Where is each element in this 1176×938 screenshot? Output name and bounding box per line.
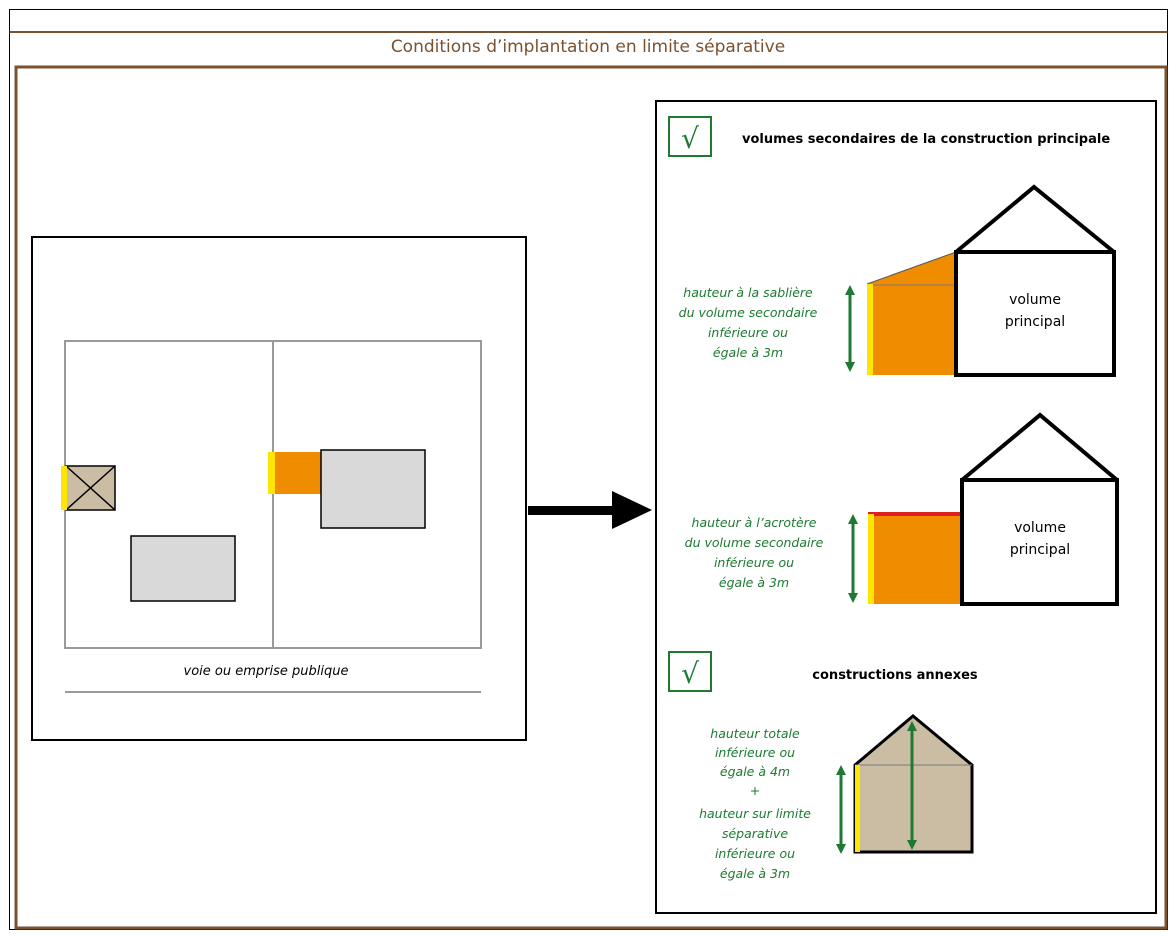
main-volume-roof	[960, 412, 1119, 482]
label-line: hauteur à la sablière	[683, 285, 813, 300]
label-line: hauteur à l’acrotère	[692, 515, 817, 530]
secondary-heading: volumes secondaires de la construction p…	[742, 132, 1110, 147]
limit-marker-yellow	[268, 452, 275, 494]
limit-marker-yellow	[867, 284, 873, 375]
case-sabliere: hauteur à la sablière du volume secondai…	[679, 184, 1116, 377]
secondary-volume-orange	[867, 252, 956, 375]
label-line: égale à 4m	[720, 764, 790, 779]
annex-cross-line	[65, 465, 116, 511]
main-volume-label: principal	[1005, 314, 1065, 330]
page-title: Conditions d’implantation en limite sépa…	[391, 37, 785, 57]
checkbox-annexes	[668, 651, 712, 692]
label-line: hauteur sur limite	[699, 806, 811, 821]
check-icon: √	[681, 122, 699, 155]
secondary-volume-orange	[868, 514, 962, 604]
label-line: +	[750, 783, 760, 798]
limit-marker-yellow	[855, 765, 860, 852]
main-volume-label: principal	[1010, 542, 1070, 558]
case1-label: hauteur à la sablière du volume secondai…	[679, 285, 818, 360]
label-line: séparative	[722, 826, 788, 841]
case2-label: hauteur à l’acrotère du volume secondair…	[685, 515, 824, 590]
annex-label: hauteur totale inférieure ou égale à 4m …	[699, 726, 811, 881]
case-acrotere: hauteur à l’acrotère du volume secondair…	[685, 412, 1119, 606]
main-volume-box	[954, 250, 1116, 377]
acrotere-line-red	[868, 512, 962, 516]
label-line: du volume secondaire	[685, 535, 824, 550]
site-plan: voie ou emprise publique	[31, 236, 527, 741]
content-frame	[14, 65, 1168, 930]
label-line: du volume secondaire	[679, 305, 818, 320]
main-building-left	[130, 535, 236, 602]
secondary-volume-orange	[274, 452, 322, 494]
annexes-heading: constructions annexes	[812, 668, 978, 683]
secondary-roof-edge	[866, 251, 957, 285]
check-icon: √	[681, 657, 699, 690]
arrow-shaft	[528, 506, 616, 515]
main-volume-label: volume	[1009, 292, 1061, 308]
main-volume-box	[960, 478, 1119, 606]
label-line: égale à 3m	[713, 345, 783, 360]
label-line: inférieure ou	[715, 846, 795, 861]
label-line: hauteur totale	[710, 726, 800, 741]
main-building-right	[320, 449, 426, 529]
limit-marker-yellow	[868, 514, 874, 604]
annex-case: hauteur totale inférieure ou égale à 4m …	[699, 714, 974, 881]
arrow-head	[612, 491, 652, 529]
label-line: inférieure ou	[714, 555, 794, 570]
limit-marker-yellow	[61, 466, 67, 510]
label-line: inférieure ou	[708, 325, 788, 340]
label-line: égale à 3m	[719, 575, 789, 590]
checkbox-secondary	[668, 116, 712, 157]
main-volume-label: volume	[1014, 520, 1066, 536]
label-line: inférieure ou	[715, 745, 795, 760]
title-band	[9, 31, 1168, 33]
main-volume-roof	[954, 184, 1116, 254]
transition-arrow	[528, 491, 652, 529]
road-label: voie ou emprise publique	[184, 664, 349, 679]
label-line: égale à 3m	[720, 866, 790, 881]
